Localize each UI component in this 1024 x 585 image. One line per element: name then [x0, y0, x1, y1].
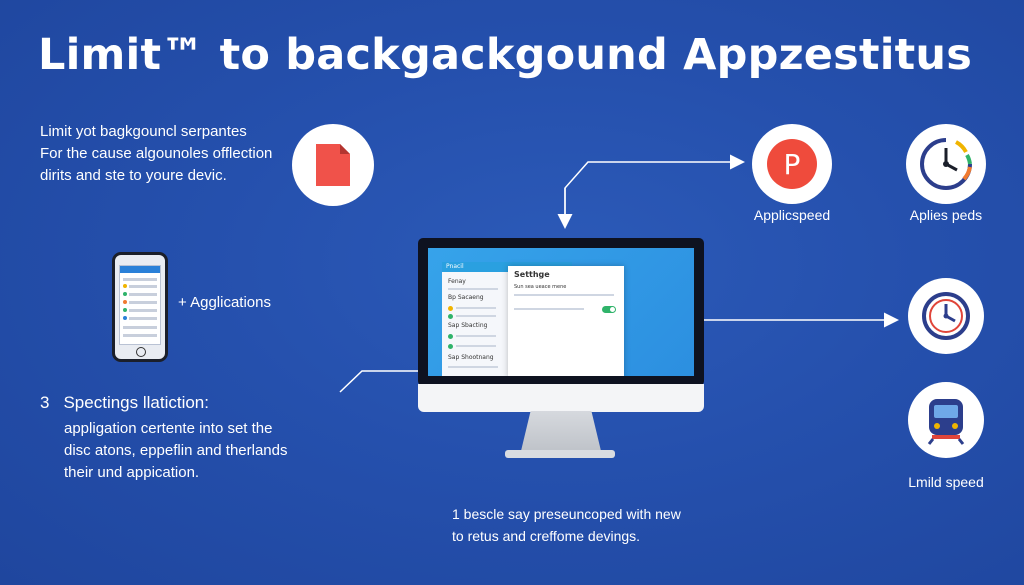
line-to-section3 [339, 370, 418, 393]
bottom-line-2: to retus and creffome devings. [452, 528, 641, 544]
section3-line-1: appligation certente into set the [64, 420, 273, 437]
train-circle [908, 382, 984, 458]
intro-heading: Limit yot bagkgouncl serpantes [40, 123, 247, 140]
section3-line-2: disc atons, eppeflin and therlands [64, 442, 288, 459]
section3-heading: Spectings llatiction: [63, 393, 209, 412]
label-limit-speed: Lmild speed [908, 474, 984, 490]
bottom-text: 1 bescle say preseuncoped with new to re… [452, 503, 681, 547]
speed-clock-icon [920, 138, 972, 190]
monitor-stand [521, 411, 601, 451]
section3-number: 3 [40, 393, 50, 412]
clock-circle [908, 278, 984, 354]
p-logo-letter: P [783, 147, 801, 181]
file-icon [316, 144, 350, 186]
bottom-line-1: 1 bescle say preseuncoped with new [452, 506, 681, 522]
label-applicspeed: Applicspeed [753, 207, 831, 223]
arrow-to-p-icon [564, 154, 745, 222]
settings-panel-subline: Sun sea ueace mene [514, 284, 567, 290]
monitor-base [505, 450, 615, 458]
page-title: Limit™ to backgackgound Appzestitus [38, 30, 973, 80]
intro-line-2: dirits and ste to youre devic. [40, 167, 227, 184]
phone-screen [119, 265, 161, 345]
section3-line-3: their und appication. [64, 464, 200, 481]
settings-toggle[interactable] [602, 306, 616, 313]
section3-heading-row: 3 Spectings llatiction: [40, 393, 209, 413]
clock-icon [922, 292, 970, 340]
settings-panel-title: Setthge [514, 270, 550, 279]
phone-caption: + Agglications [178, 294, 271, 311]
sidebar-item-1: Fenay [448, 278, 466, 285]
phone-icon [112, 252, 168, 362]
speed-clock-circle [906, 124, 986, 204]
sidebar-title: Pnacil [446, 263, 464, 270]
p-logo-icon: P [767, 139, 817, 189]
p-icon-circle: P [752, 124, 832, 204]
sidebar-item-3: Sap Sbacting [448, 322, 488, 329]
sidebar-item-2: Bp Sacaeng [448, 294, 484, 301]
monitor-icon: Pnacil Fenay Bp Sacaeng Sap Sbacting Sap… [418, 238, 704, 412]
sidebar-item-4: Sap Shootnang [448, 354, 494, 361]
file-icon-circle [292, 124, 374, 206]
train-icon [927, 399, 965, 445]
intro-line-1: For the cause algounoles offlection [40, 145, 273, 162]
section3-body: appligation certente into set the disc a… [64, 418, 287, 484]
settings-panel: Setthge Sun sea ueace mene [508, 266, 624, 376]
intro-block: Limit yot bagkgouncl serpantes For the c… [40, 121, 272, 187]
monitor-screen: Pnacil Fenay Bp Sacaeng Sap Sbacting Sap… [428, 248, 694, 376]
label-applies-peds: Aplies peds [909, 207, 983, 223]
